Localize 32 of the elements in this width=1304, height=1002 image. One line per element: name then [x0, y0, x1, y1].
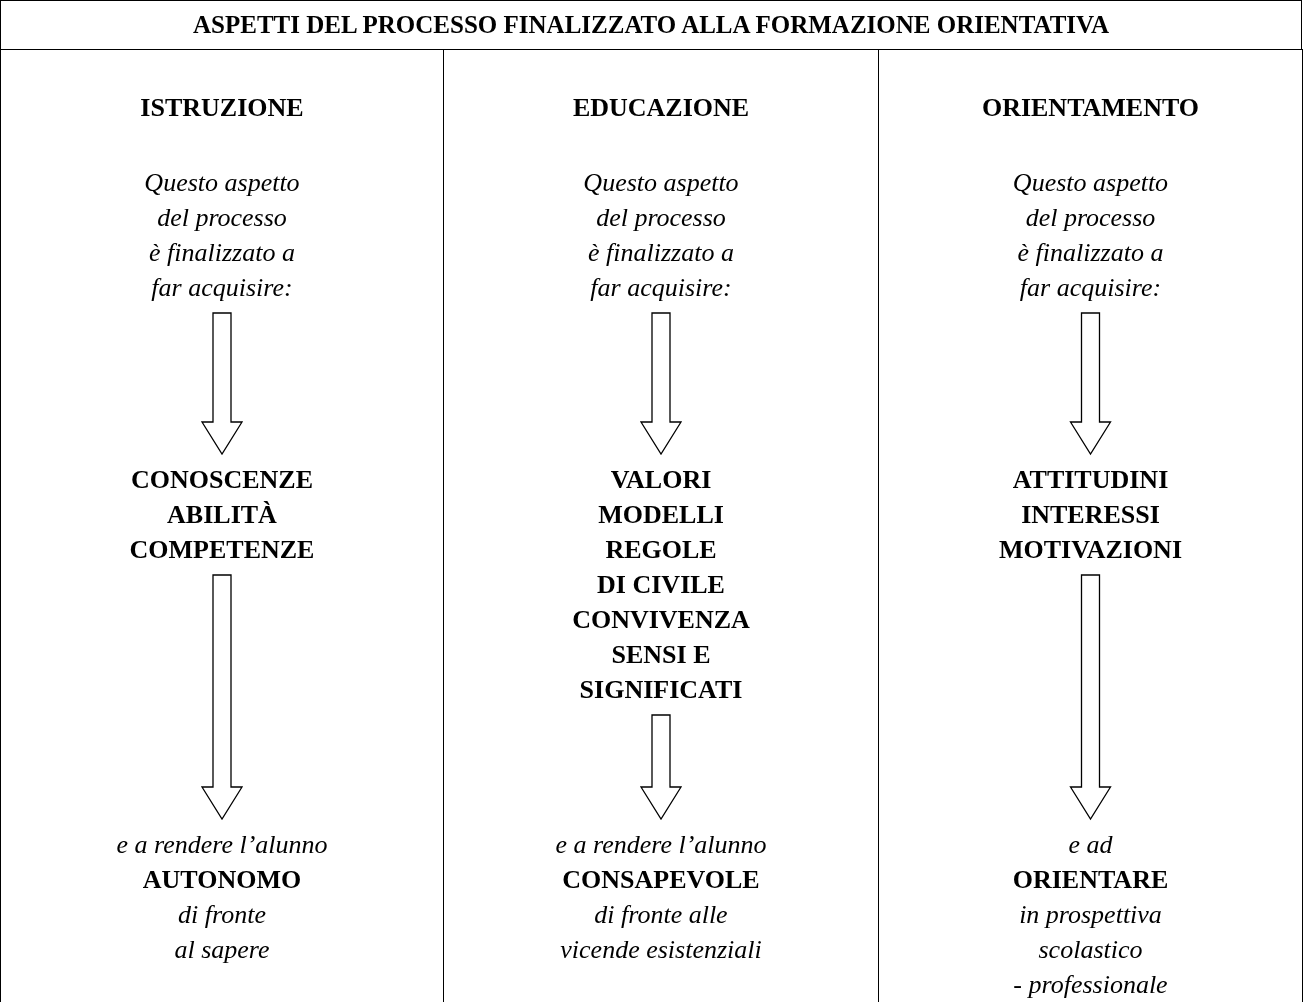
list-item: SENSI E SIGNIFICATI	[578, 639, 744, 706]
list-item: COMPETENZE	[129, 534, 315, 566]
italic-text: in prospettiva scolastico - professionale	[1012, 899, 1169, 1001]
italic-text: Questo aspetto del processo è finalizzato a far acquisire:	[143, 167, 301, 304]
block-arrow	[639, 312, 683, 456]
list-item: ABILITÀ	[167, 499, 277, 531]
block-arrow	[1069, 574, 1112, 821]
column-heading: EDUCAZIONE	[572, 93, 750, 122]
italic-text: di fronte al sapere	[173, 899, 271, 966]
list-item: INTERESSI	[1021, 499, 1160, 531]
column-heading: ORIENTAMENTO	[981, 93, 1200, 122]
column-heading: ISTRUZIONE	[140, 93, 304, 122]
list-item: MODELLI	[598, 499, 724, 531]
list-item: ATTITUDINI	[1012, 464, 1169, 496]
italic-text: Questo aspetto del processo è finalizzato a far acquisire:	[582, 167, 740, 304]
list-item: CONOSCENZE	[131, 464, 313, 496]
key-word: ORIENTARE	[1012, 864, 1169, 896]
italic-text: di fronte alle vicende esistenziali	[559, 899, 763, 966]
italic-text: e a rendere l’alunno	[116, 829, 328, 861]
list-item: MOTIVAZIONI	[999, 534, 1182, 566]
key-word: AUTONOMO	[142, 864, 302, 896]
italic-text: e ad	[1068, 829, 1113, 861]
list-item: VALORI	[610, 464, 712, 496]
italic-text: e a rendere l’alunno	[555, 829, 767, 861]
block-arrow	[1069, 312, 1112, 456]
block-arrow	[200, 312, 244, 456]
list-item: REGOLE DI CIVILE CONVIVENZA	[571, 534, 751, 636]
key-word: CONSAPEVOLE	[562, 864, 760, 896]
block-arrow	[639, 714, 683, 821]
block-arrow	[200, 574, 244, 821]
italic-text: Questo aspetto del processo è finalizzato a far acquisire:	[1011, 167, 1170, 304]
title: ASPETTI DEL PROCESSO FINALIZZATO ALLA FORMAZIONE ORIENTATIVA	[0, 0, 1302, 50]
